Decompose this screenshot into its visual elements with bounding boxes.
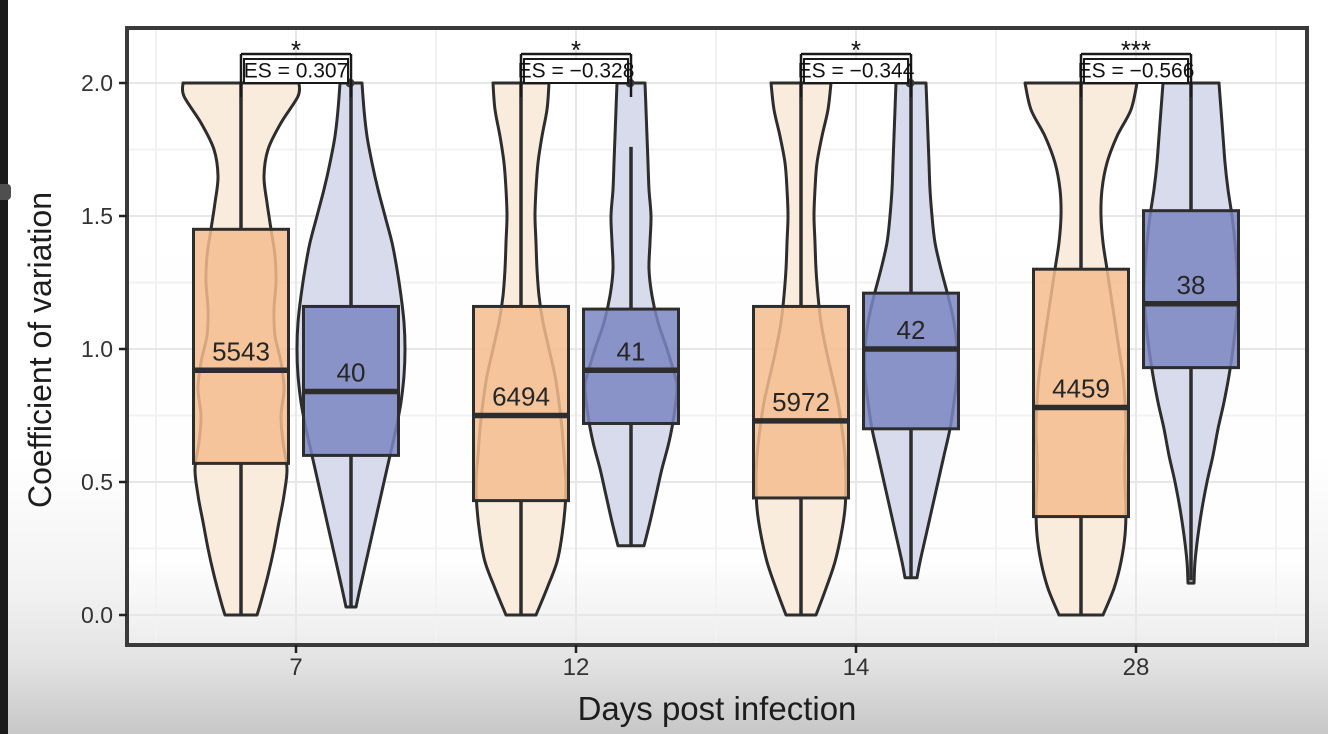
violin-series-layer: 5543 40 6494 41 5972 42 4459 38 (180, 78, 1240, 617)
x-tick-label-0: 7 (289, 654, 302, 681)
panel-border (125, 26, 1309, 647)
effect-size-label-day12: ES = −0.328 (518, 60, 635, 83)
box-left-day12 (472, 304, 570, 503)
box-left-day28 (1032, 267, 1130, 519)
significance-stars-day14: * (851, 35, 861, 65)
n-label-left-day12: 6494 (492, 382, 550, 412)
significance-stars-day7: * (291, 35, 301, 65)
box-left-day14 (752, 304, 850, 500)
n-label-left-day7: 5543 (212, 336, 270, 366)
n-label-right-day14: 42 (897, 315, 926, 345)
effect-size-box-day14 (803, 58, 909, 84)
x-tick-label-3: 28 (1123, 654, 1150, 681)
y-tick-label-3: 1.5 (81, 203, 113, 229)
x-tick-label-2: 14 (843, 654, 870, 681)
y-tick-label-2: 1.0 (81, 336, 113, 362)
effect-size-label-day7: ES = 0.307 (244, 60, 349, 83)
significance-stars-day12: * (571, 35, 581, 65)
effect-size-label-day14: ES = −0.344 (798, 60, 915, 83)
n-label-right-day12: 41 (617, 336, 646, 366)
box-left-day7 (192, 227, 290, 465)
effect-size-box-day7 (243, 58, 349, 84)
y-tick-label-1: 0.5 (81, 469, 113, 495)
y-tick-label-0: 0.0 (81, 602, 113, 628)
box-right-day14 (862, 291, 960, 431)
effect-size-label-day28: ES = −0.566 (1078, 60, 1195, 83)
x-tick-label-1: 12 (563, 654, 590, 681)
n-label-left-day28: 4459 (1052, 374, 1110, 404)
x-axis-title: Days post infection (578, 690, 857, 727)
screen-edge-notch (0, 184, 11, 200)
box-right-day12 (582, 307, 680, 425)
axis-frame-layer: 0.0 0.5 1.0 1.5 2.0 7 12 14 28 (81, 26, 1309, 681)
n-label-right-day7: 40 (337, 358, 366, 388)
n-label-left-day14: 5972 (772, 387, 830, 417)
n-label-right-day28: 38 (1177, 270, 1206, 300)
significance-annotation-layer: ES = 0.307*ES = −0.328*ES = −0.344*ES = … (239, 35, 1195, 97)
significance-stars-day28: *** (1121, 35, 1151, 65)
effect-size-box-day28 (1083, 58, 1189, 84)
y-tick-label-4: 2.0 (81, 70, 113, 96)
box-right-day7 (302, 304, 400, 457)
effect-size-box-day12 (523, 58, 629, 84)
y-axis-title: Coefficient of variation (22, 192, 58, 508)
screen-edge-strip (0, 0, 8, 734)
box-right-day28 (1142, 209, 1240, 370)
